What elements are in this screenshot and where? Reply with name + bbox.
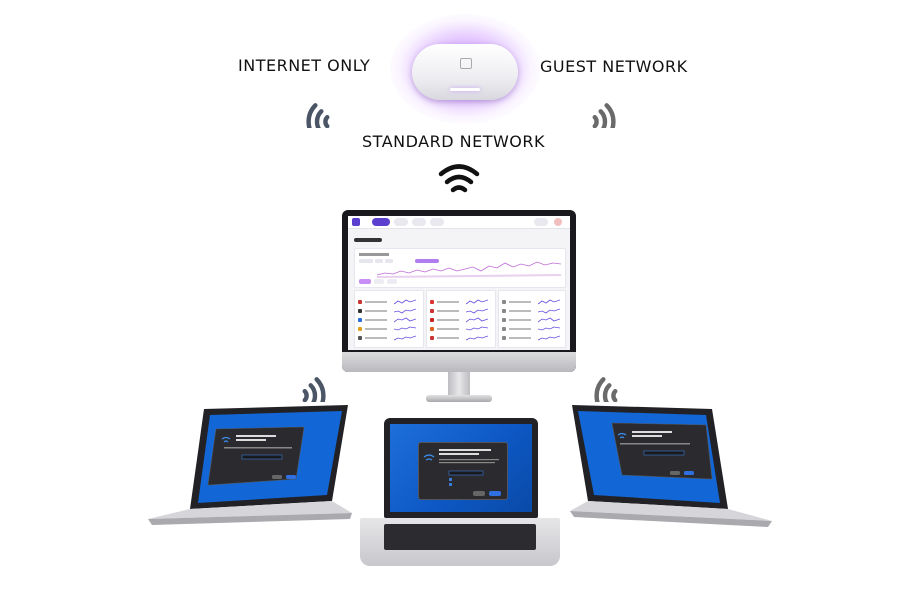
laptop-left: [146, 405, 356, 525]
dashboard-logo-icon: [352, 218, 360, 226]
dashboard-title-bar: [354, 238, 382, 242]
activity-chart: [359, 253, 562, 284]
laptop-center-deck: [360, 518, 560, 566]
dashboard-tab: [394, 218, 408, 226]
wifi-icon-left-laptop: [294, 360, 336, 402]
dashboard-user-menu: [534, 218, 548, 226]
monitor-stand-base: [426, 395, 492, 402]
monitor-chin: [342, 352, 576, 372]
access-point-device: [390, 14, 540, 124]
wifi-password-dialog-content: [423, 449, 501, 496]
laptop-left-body: [148, 405, 352, 525]
wifi-icon-standard-network: [438, 160, 480, 198]
dashboard-topbar: [348, 216, 570, 229]
router-logo: [460, 58, 472, 69]
laptop-center-lid: [384, 418, 538, 518]
wifi-icon-internet-only: [296, 86, 338, 128]
router-status-light: [450, 88, 480, 91]
dashboard-avatar: [554, 218, 562, 226]
dashboard-list-card-2: [426, 290, 496, 348]
laptop-center-screen: [390, 424, 532, 512]
wifi-icon-right-laptop: [584, 360, 626, 402]
dashboard-list-card-1: [354, 290, 424, 348]
laptop-right: [566, 405, 776, 527]
laptop-right-body: [570, 405, 772, 527]
wifi-icon-guest-network: [584, 86, 626, 128]
guest-network-label: GUEST NETWORK: [540, 57, 688, 76]
dashboard-tab: [412, 218, 426, 226]
wifi-password-dialog: [418, 442, 508, 500]
desktop-monitor: [342, 210, 576, 372]
monitor-stand-neck: [448, 372, 470, 396]
dashboard-list-card-3: [498, 290, 566, 348]
dashboard-tab-active: [372, 218, 390, 226]
standard-network-label: STANDARD NETWORK: [362, 132, 545, 151]
laptop-center-keyboard: [384, 524, 536, 550]
laptop-center: [360, 418, 560, 570]
internet-only-label: INTERNET ONLY: [238, 56, 371, 75]
access-point-icon: [412, 44, 518, 100]
dashboard-tab: [430, 218, 444, 226]
activity-chart-card: [354, 248, 566, 288]
dashboard-screen: [348, 216, 570, 350]
